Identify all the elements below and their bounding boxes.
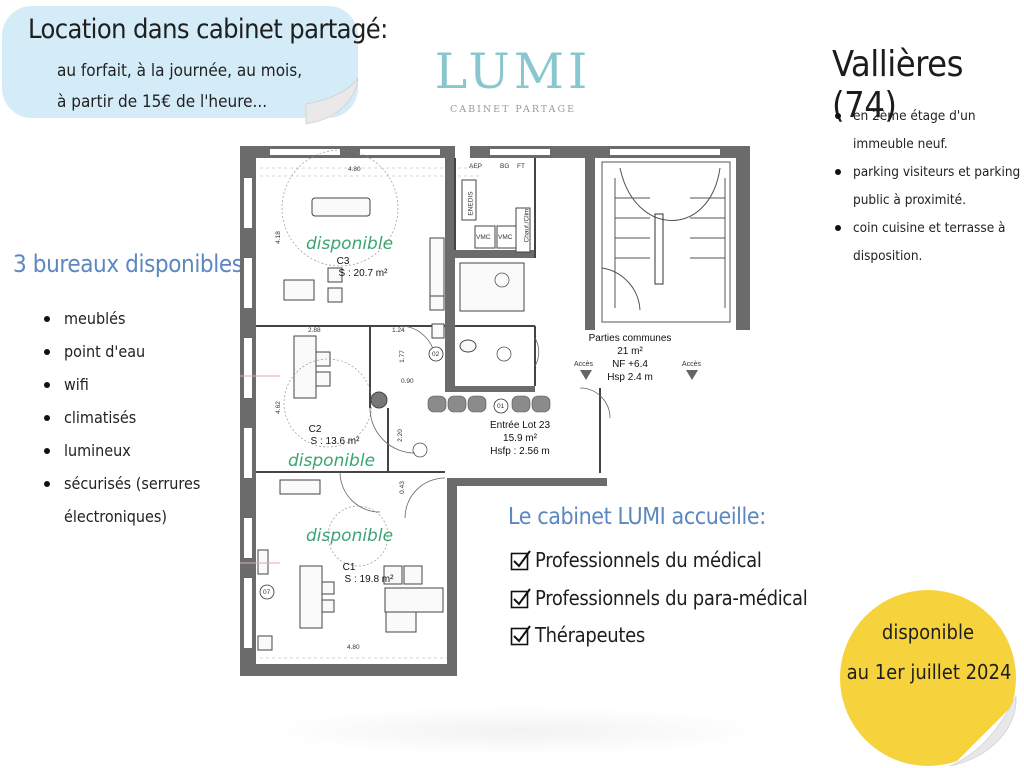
room-c1-available: disponible [306,526,394,546]
dim-door-d: 0.43 [398,481,406,494]
welcome-item-paramedical: Professionnels du para-médical [510,586,808,610]
location-feature-kitchen: coin cuisine et terrasse à disposition. [832,214,1022,270]
dim-c2-width: 2.88 [308,327,321,334]
entry-name: Entrée Lot 23 [489,420,551,431]
location-feature-parking: parking visiteurs et parking public à pr… [832,158,1022,214]
office-feature-water: point d'eau [42,335,222,368]
availability-date: au 1er juillet 2024 [846,660,1012,684]
office-feature-bright: lumineux [42,434,222,467]
office-feature-furnished: meublés [42,302,222,335]
brand-logo: LUMI [434,43,592,100]
common-area-level: NF +6.4 [612,359,648,370]
rental-line-1: au forfait, à la journée, au mois, [57,61,303,81]
dim-c3-height: 4.18 [274,231,282,244]
location-feature-floor: en 2ème étage d'un immeuble neuf. [832,102,1022,158]
welcome-item-label: Thérapeutes [535,623,645,647]
room-c2-available: disponible [288,451,376,471]
welcome-item-label: Professionnels du para-médical [535,586,808,610]
tech-label-vmc-1: VMC [476,234,491,241]
tech-label-bg: BG [500,163,510,170]
floor-plan [240,146,750,676]
office-feature-secure: sécurisés (serrures électroniques) [42,467,222,533]
room-c3-available: disponible [306,234,394,254]
entry-area: 15.9 m² [503,433,537,444]
tech-label-heating: Chauf./Clim [523,208,531,243]
dim-door-c: 2.20 [396,429,404,442]
availability-line-1: disponible [881,620,975,644]
office-feature-ac: climatisés [42,401,222,434]
location-title: Vallières (74) [832,44,963,126]
tag-02: 02 [432,351,440,358]
room-c3-name: C3 [336,256,350,267]
dim-bottom: 4.80 [347,644,360,651]
welcome-title: Le cabinet LUMI accueille: [508,504,766,530]
location-features-list: en 2ème étage d'un immeuble neuf. parkin… [832,102,1022,270]
access-label-right: Accès [682,361,702,368]
room-c2-area: S : 13.6 m² [310,436,360,447]
tag-01: 01 [497,403,505,410]
checked-box-icon [510,550,531,571]
brand-tagline: CABINET PARTAGE [449,104,577,115]
dim-c2-height: 4.62 [274,401,282,414]
access-label-left: Accès [574,361,594,368]
tech-label-ft: FT [517,163,525,170]
dim-top: 4.80 [348,166,361,173]
tech-label-vmc-2: VMC [498,234,513,241]
common-area-height: Hsp 2.4 m [607,372,653,383]
welcome-item-therapists: Thérapeutes [510,623,645,647]
room-c1-area: S : 19.8 m² [344,574,394,585]
plan-shadow [258,706,778,756]
page-curl-icon [305,77,359,125]
availability-sticker [840,590,1022,768]
entry-height: Hsfp : 2.56 m [490,446,550,457]
dim-door-b: 0.90 [401,378,414,385]
dim-door-a: 1.77 [398,350,406,363]
room-c1-name: C1 [342,562,356,573]
checked-box-icon [510,625,531,646]
welcome-item-medical: Professionnels du médical [510,548,762,572]
dim-corridor: 1.24 [392,327,405,334]
offices-title: 3 bureaux disponibles: [13,250,250,278]
office-features-list: meublés point d'eau wifi climatisés lumi… [42,302,222,533]
room-c2-name: C2 [308,424,322,435]
rental-line-2: à partir de 15€ de l'heure... [57,92,268,112]
common-area-name: Parties communes [588,333,672,344]
room-c3-area: S : 20.7 m² [338,268,388,279]
common-area-size: 21 m² [617,346,643,357]
tag-07: 07 [263,589,271,596]
rental-title: Location dans cabinet partagé: [28,14,388,45]
rental-callout [2,6,358,118]
tech-label-aep: AEP [469,163,483,170]
office-feature-wifi: wifi [42,368,222,401]
tech-label-enedis: ENEDIS [467,191,475,216]
welcome-item-label: Professionnels du médical [535,548,762,572]
checked-box-icon [510,588,531,609]
